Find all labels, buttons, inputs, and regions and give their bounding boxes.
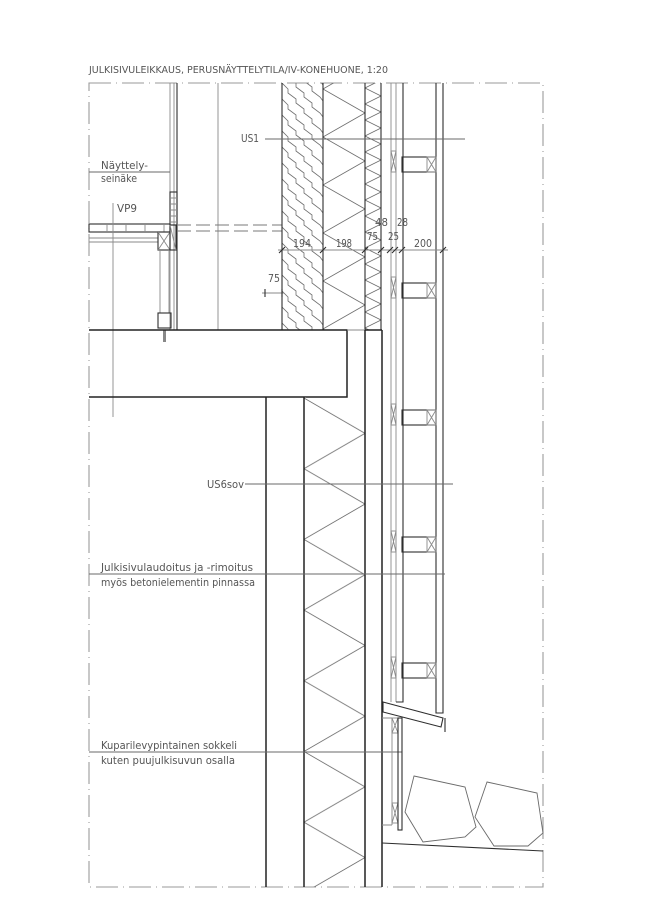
horizontal-batten [390, 656, 437, 679]
floor-vp9 [88, 203, 282, 417]
floor-boards [88, 223, 171, 233]
ground-line [381, 842, 544, 852]
edge-joist-diagonal [169, 224, 177, 251]
plinth-batten-cross [391, 717, 399, 734]
horizontal-batten [390, 530, 437, 553]
floor-slab [89, 329, 382, 398]
stone [474, 781, 544, 847]
annotations: Näyttely- seinäke VP9 US1 US6sov Julkisi… [89, 133, 465, 767]
dim-batten: 25 [388, 231, 399, 243]
edge-joist [169, 224, 177, 251]
floor-layers [89, 237, 158, 243]
dimension-ticks [278, 246, 447, 254]
flashing [382, 701, 444, 728]
label-plinth-note-2: kuten puujulkisuvun osalla [101, 755, 235, 767]
insulation-75-hatch [365, 83, 381, 330]
floor-post [159, 250, 170, 313]
offset-dimension-ticks [264, 289, 283, 297]
dim-inner-offset: 75 [268, 273, 280, 285]
horizontal-batten [390, 403, 437, 426]
stone [404, 775, 477, 843]
plinth-frame [382, 717, 393, 826]
dimension-chain: 194 198 75 48 25 28 200 75 [262, 217, 448, 297]
exhibition-wall [169, 83, 219, 330]
label-wall-type-lower: US6sov [207, 479, 244, 491]
inner-board [396, 83, 404, 703]
anchor-pin [163, 330, 166, 342]
wall-bracket-rungs [170, 197, 177, 223]
wall-layer-lines [281, 83, 382, 330]
horizontal-batten [390, 150, 437, 173]
label-cladding-note-2: myös betonielementin pinnassa [101, 577, 255, 589]
label-exhibition-wall-1: Näyttely- [101, 160, 148, 172]
label-wall-type-upper: US1 [241, 133, 259, 145]
joist-cross [157, 231, 171, 251]
dim-log-wall: 194 [293, 238, 311, 250]
plinth-batten-cross [391, 802, 399, 824]
dim-cladding-board: 28 [397, 217, 408, 229]
dim-main-insulation: 198 [336, 238, 352, 250]
drawing-title: JULKISIVULEIKKAUS, PERUSNÄYTTELYTILA/IV-… [88, 63, 388, 76]
slab-outline [89, 329, 348, 398]
dim-secondary-insulation: 75 [367, 231, 378, 243]
ground [381, 775, 544, 852]
vertical-battens [390, 83, 397, 702]
concrete-element-lines [265, 397, 305, 887]
horizontal-batten [390, 276, 437, 299]
dim-air-gap: 48 [375, 217, 388, 229]
lower-insulation-hatch [304, 397, 365, 887]
log-wall-hatch [282, 83, 323, 330]
board-joints [106, 224, 165, 232]
label-floor-type: VP9 [117, 203, 137, 215]
label-cladding-note-1: Julkisivulaudoitus ja -rimoitus [100, 562, 253, 574]
upper-wall-us1 [281, 83, 382, 330]
lower-wall-us6sov [265, 330, 383, 887]
facade-cladding [390, 83, 444, 714]
outer-board [435, 83, 444, 714]
copper-plate [397, 717, 403, 831]
wall-bracket [169, 191, 178, 226]
label-plinth-note-1: Kuparilevypintainen sokkeli [101, 740, 237, 752]
copper-plinth [382, 701, 446, 831]
label-exhibition-wall-2: seinäke [101, 173, 137, 185]
post-base [157, 312, 172, 329]
outer-shell-lines [364, 330, 383, 887]
insulation-198-hatch [323, 83, 365, 330]
dim-cladding-depth: 200 [414, 238, 432, 250]
